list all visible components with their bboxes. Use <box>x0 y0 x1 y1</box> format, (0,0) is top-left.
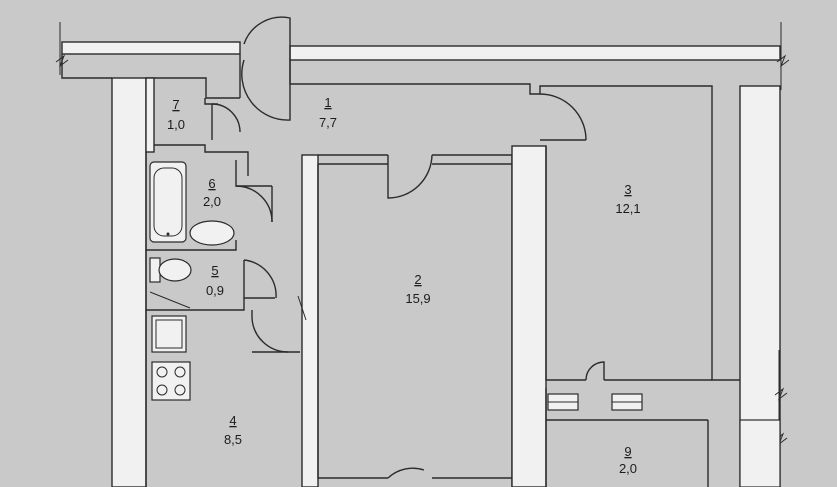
top-wall-left <box>61 41 241 55</box>
room-3-door-arc <box>539 93 587 141</box>
room-9-number: 9 <box>624 444 631 459</box>
burner-1 <box>156 366 168 378</box>
wc-top-edge <box>146 77 240 99</box>
room-3-outline <box>545 146 712 381</box>
room-1-area: 7,7 <box>319 115 337 130</box>
room-2-number: 2 <box>414 272 421 287</box>
room-4-number: 4 <box>229 413 236 428</box>
break-mark-right <box>776 54 790 68</box>
toilet-bowl <box>158 258 192 282</box>
room-7-left <box>145 77 155 153</box>
stove <box>151 361 191 401</box>
room-7-area: 1,0 <box>167 117 185 132</box>
room-5 <box>145 250 277 311</box>
entrance-door-arc-lower <box>241 59 291 121</box>
entrance-door-arc-upper <box>243 16 291 46</box>
room-1-number: 1 <box>324 95 331 110</box>
room-9-area: 2,0 <box>619 461 637 476</box>
room-2-top-edge <box>318 154 513 487</box>
right-break-mark-1 <box>774 387 788 401</box>
room-9 <box>545 388 781 487</box>
room-6-number: 6 <box>208 176 215 191</box>
room-3-number: 3 <box>624 182 631 197</box>
burner-2 <box>174 366 186 378</box>
room-6 <box>145 152 273 251</box>
room-6-door-arc <box>235 185 273 223</box>
room-2-door-top <box>387 154 433 199</box>
room-2-left-wall <box>301 154 319 487</box>
entrance-door <box>241 16 291 121</box>
room-7-bottom <box>154 144 249 176</box>
room-3-area: 12,1 <box>615 201 640 216</box>
kitchen-sink-inner <box>155 319 183 349</box>
room-9-walls <box>545 388 709 487</box>
corridor-walls <box>146 46 740 381</box>
room-5-number: 5 <box>211 263 218 278</box>
room-2 <box>297 154 513 487</box>
burner-4 <box>174 384 186 396</box>
washbasin <box>189 220 235 246</box>
bathtub-inner <box>153 167 183 237</box>
room-2-3-partition <box>511 145 547 487</box>
room-2-area: 15,9 <box>405 291 430 306</box>
room-3 <box>511 93 712 487</box>
exterior-walls <box>55 22 790 487</box>
room-6-area: 2,0 <box>203 194 221 209</box>
bathtub <box>149 161 187 243</box>
room-7-number: 7 <box>172 97 179 112</box>
left-wall <box>111 77 147 487</box>
room-5-area: 0,9 <box>206 283 224 298</box>
balcony-door-arc <box>585 361 605 381</box>
room-labels: 1 7,7 2 15,9 3 12,1 4 8,5 5 0,9 6 2,0 7 … <box>167 95 641 476</box>
room-5-outline <box>145 250 275 311</box>
left-wall-cap <box>61 54 112 79</box>
room-2-wall-mark <box>297 295 307 321</box>
room-7-door-arc <box>211 103 241 133</box>
room-6-right <box>235 160 272 187</box>
room-2-inner-outline <box>317 164 512 479</box>
room-6-outline <box>145 152 237 251</box>
top-wall-right <box>289 45 781 61</box>
room-4-area: 8,5 <box>224 432 242 447</box>
room-5-door-arc <box>243 259 277 299</box>
room-5-diagonal <box>149 291 191 309</box>
room-7-walls <box>145 77 249 176</box>
kitchen-sink <box>151 315 187 353</box>
room-7-top-inner <box>204 98 218 105</box>
room-9-right-block <box>739 419 781 487</box>
burner-3 <box>156 384 168 396</box>
bathtub-drain <box>166 232 170 236</box>
room-4-door-arc <box>251 310 289 353</box>
room-2-door-bottom <box>387 467 425 479</box>
room-4 <box>145 310 300 487</box>
